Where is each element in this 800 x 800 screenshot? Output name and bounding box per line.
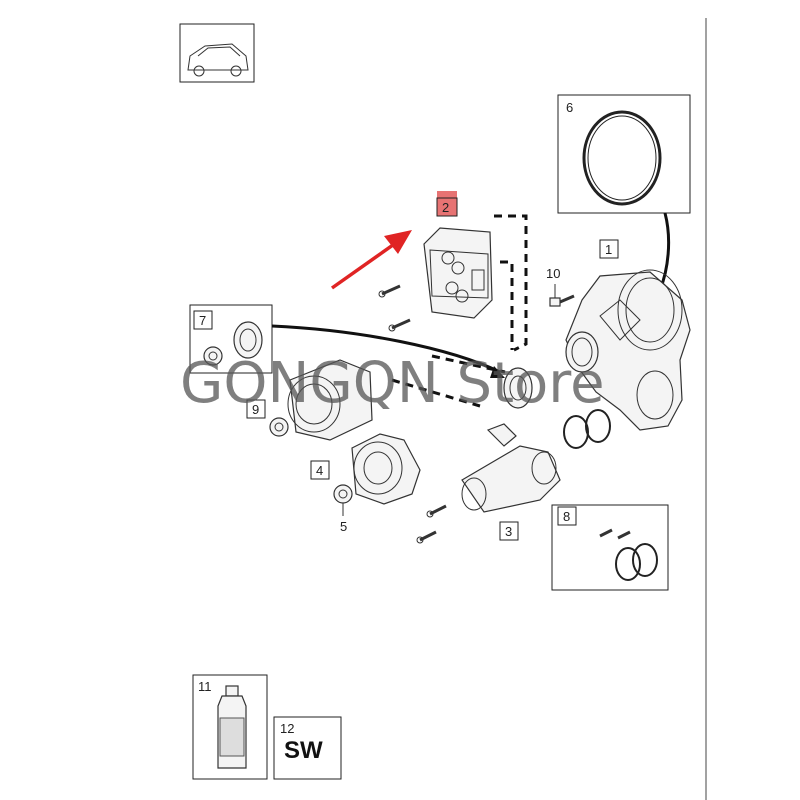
seal-part	[503, 367, 533, 409]
sw-text: SW	[284, 737, 323, 764]
gear-assembly-part-4	[351, 433, 421, 505]
oil-bottle-icon	[217, 685, 247, 769]
bolt-icon	[599, 528, 613, 538]
control-module-part-2	[423, 227, 493, 319]
label-8: 8	[563, 509, 570, 524]
o-ring-icon	[582, 110, 662, 206]
guide-dash-3	[391, 378, 481, 408]
leader-6	[658, 212, 671, 291]
nut-9-icon	[269, 417, 289, 437]
label-7: 7	[199, 313, 206, 328]
label-3-box	[499, 521, 519, 541]
label-1-box	[599, 239, 619, 259]
bolt-icon	[426, 504, 447, 518]
part-6-box: 6	[557, 94, 691, 214]
label-4: 4	[316, 463, 323, 478]
seal-icon	[233, 321, 263, 359]
label-4-box	[310, 460, 330, 480]
bolt-icon	[378, 284, 401, 298]
part-8-box: 8	[551, 504, 669, 591]
part-7-box: 7	[189, 304, 273, 374]
label-5: 5	[340, 519, 347, 534]
bolt-10-icon	[549, 284, 575, 307]
motor-part-3	[461, 423, 561, 513]
nut-5-icon	[333, 484, 353, 516]
nut-icon	[203, 346, 223, 366]
part-11-box: 11	[192, 674, 268, 780]
label-3: 3	[505, 524, 512, 539]
housing-part-1	[565, 269, 691, 431]
o-ring-small	[585, 409, 611, 443]
bolt-icon	[388, 318, 411, 332]
bolt-icon	[617, 530, 631, 540]
label-9-box	[246, 399, 266, 419]
label-2-highlight	[437, 191, 457, 216]
car-thumbnail	[179, 23, 255, 83]
label-9: 9	[252, 402, 259, 417]
label-12: 12	[280, 721, 294, 736]
label-1: 1	[605, 242, 612, 257]
o-ring-icon	[632, 543, 658, 577]
red-arrow-icon	[330, 230, 412, 290]
label-11: 11	[198, 679, 212, 694]
guide-dash-2	[500, 260, 514, 350]
label-10: 10	[546, 266, 560, 281]
leader-7	[271, 324, 501, 374]
o-ring-small	[563, 415, 589, 449]
part-12-box: 12 SW	[273, 716, 342, 780]
o-ring-icon	[615, 547, 641, 581]
guide-dash-1	[494, 214, 528, 352]
ring-gear-part	[287, 359, 373, 441]
watermark-text: GONGQN Store	[180, 351, 605, 416]
label-6: 6	[566, 100, 573, 115]
label-2: 2	[442, 200, 449, 215]
bolt-icon	[416, 530, 437, 544]
